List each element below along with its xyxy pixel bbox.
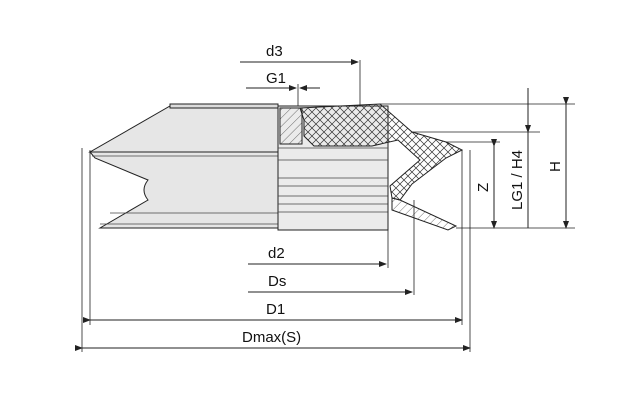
label-z: Z xyxy=(475,183,492,192)
bellows-body xyxy=(88,151,279,229)
cup-body xyxy=(88,103,279,229)
label-d1: D1 xyxy=(266,301,285,318)
section-view xyxy=(277,103,464,231)
dimension-lines xyxy=(75,59,569,351)
extension-lines xyxy=(81,60,575,352)
label-d2: d2 xyxy=(268,245,285,262)
upper-cone xyxy=(88,105,279,153)
core-lines xyxy=(278,147,388,213)
threaded-insert xyxy=(279,107,303,145)
label-d3: d3 xyxy=(266,43,283,60)
label-g1: G1 xyxy=(266,70,286,87)
body-lines xyxy=(92,155,278,225)
label-lg1-h4: LG1 / H4 xyxy=(509,150,526,210)
label-ds: Ds xyxy=(268,273,286,290)
top-band xyxy=(169,103,279,109)
sealing-lip xyxy=(391,197,458,231)
label-h: H xyxy=(547,161,564,172)
label-dmax: Dmax(S) xyxy=(242,329,301,346)
